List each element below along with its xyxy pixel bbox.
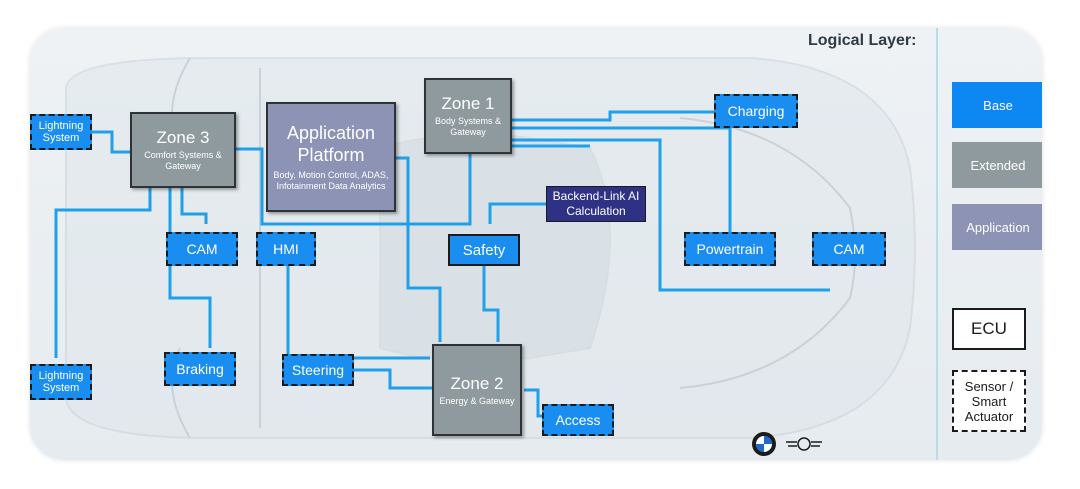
cam-right-label: CAM [833,240,865,257]
charging: Charging [714,94,798,128]
hmi-label: HMI [273,240,299,257]
zone-3-title: Zone 3 [156,128,210,147]
mini-logo-icon [786,437,822,451]
access: Access [542,404,614,436]
cam-left-label: CAM [186,240,218,257]
backend-link-label: Backend-Link AI Calculation [552,189,640,218]
brand-logos [752,432,822,456]
braking-label: Braking [176,360,224,377]
zone-1-subtitle: Body Systems & Gateway [434,116,502,137]
legend-application-label: Application [966,219,1030,235]
legend-ecu-label: ECU [971,319,1007,338]
zone-1-title: Zone 1 [441,94,495,113]
charging-label: Charging [727,102,785,119]
steering-label: Steering [291,361,345,378]
lightning-system-top-label: Lightning System [38,120,84,144]
powertrain: Powertrain [684,232,776,266]
access-label: Access [555,411,601,428]
hmi: HMI [256,232,316,266]
lightning-system-bottom: Lightning System [30,364,92,400]
legend-extended-label: Extended [970,157,1026,173]
braking: Braking [164,352,236,386]
cam-left: CAM [166,232,238,266]
lightning-system-top: Lightning System [30,114,92,150]
zone-2: Zone 2 Energy & Gateway [432,344,522,436]
powertrain-label: Powertrain [696,240,764,257]
legend-title: Logical Layer: [808,32,917,49]
lightning-system-bottom-label: Lightning System [38,370,84,394]
application-platform-subtitle: Body, Motion Control, ADAS, Infotainment… [273,170,389,191]
zone-2-title: Zone 2 [450,373,504,393]
application-platform-title: Application Platform [286,123,376,165]
cam-right: CAM [812,232,886,266]
zone-2-subtitle: Energy & Gateway [439,395,515,406]
bmw-logo-icon [752,432,776,456]
safety-label: Safety [462,241,506,259]
application-platform: Application Platform Body, Motion Contro… [266,102,396,212]
zone-3-subtitle: Comfort Systems & Gateway [144,150,222,171]
zone-1: Zone 1 Body Systems & Gateway [424,78,512,154]
legend-extended: Extended [952,142,1042,188]
diagram-frame: Zone 3 Comfort Systems & Gateway Zone 1 … [30,28,1042,460]
legend-base: Base [952,82,1042,128]
backend-link-box: Backend-Link AI Calculation [546,186,646,222]
zone-3: Zone 3 Comfort Systems & Gateway [130,112,236,188]
legend-sensor-label: Sensor / Smart Actuator [964,378,1014,424]
legend-sensor: Sensor / Smart Actuator [952,370,1026,432]
legend-divider [936,28,938,460]
legend-ecu: ECU [952,308,1026,350]
steering: Steering [282,354,354,386]
safety-ecu: Safety [448,234,520,266]
legend-application: Application [952,204,1042,250]
legend-base-label: Base [983,97,1013,113]
